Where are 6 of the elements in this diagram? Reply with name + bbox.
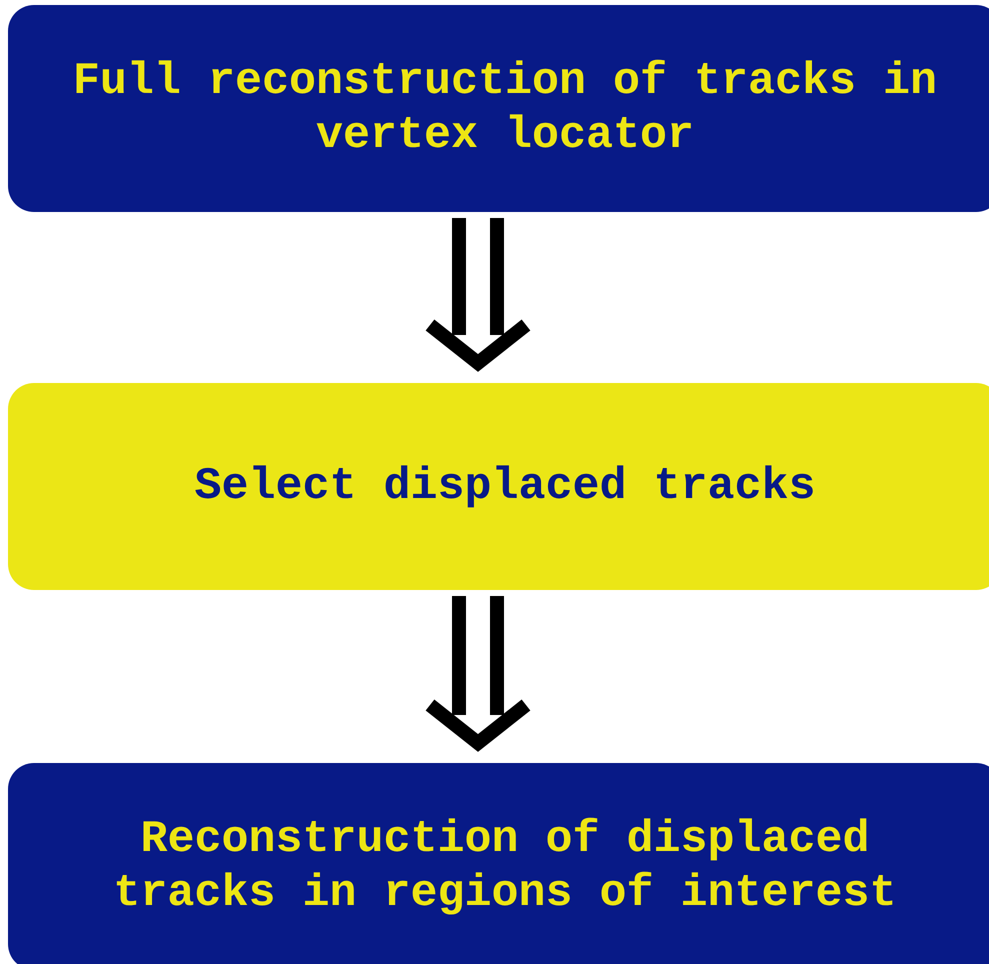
box-label: Full reconstruction of tracks in vertex locator xyxy=(72,54,938,162)
process-box xyxy=(8,763,989,964)
box-label: Reconstruction of displaced tracks in regions of interest xyxy=(112,812,898,920)
box-label: Select displaced tracks xyxy=(194,460,816,514)
process-box xyxy=(8,383,989,590)
process-box xyxy=(8,5,989,212)
